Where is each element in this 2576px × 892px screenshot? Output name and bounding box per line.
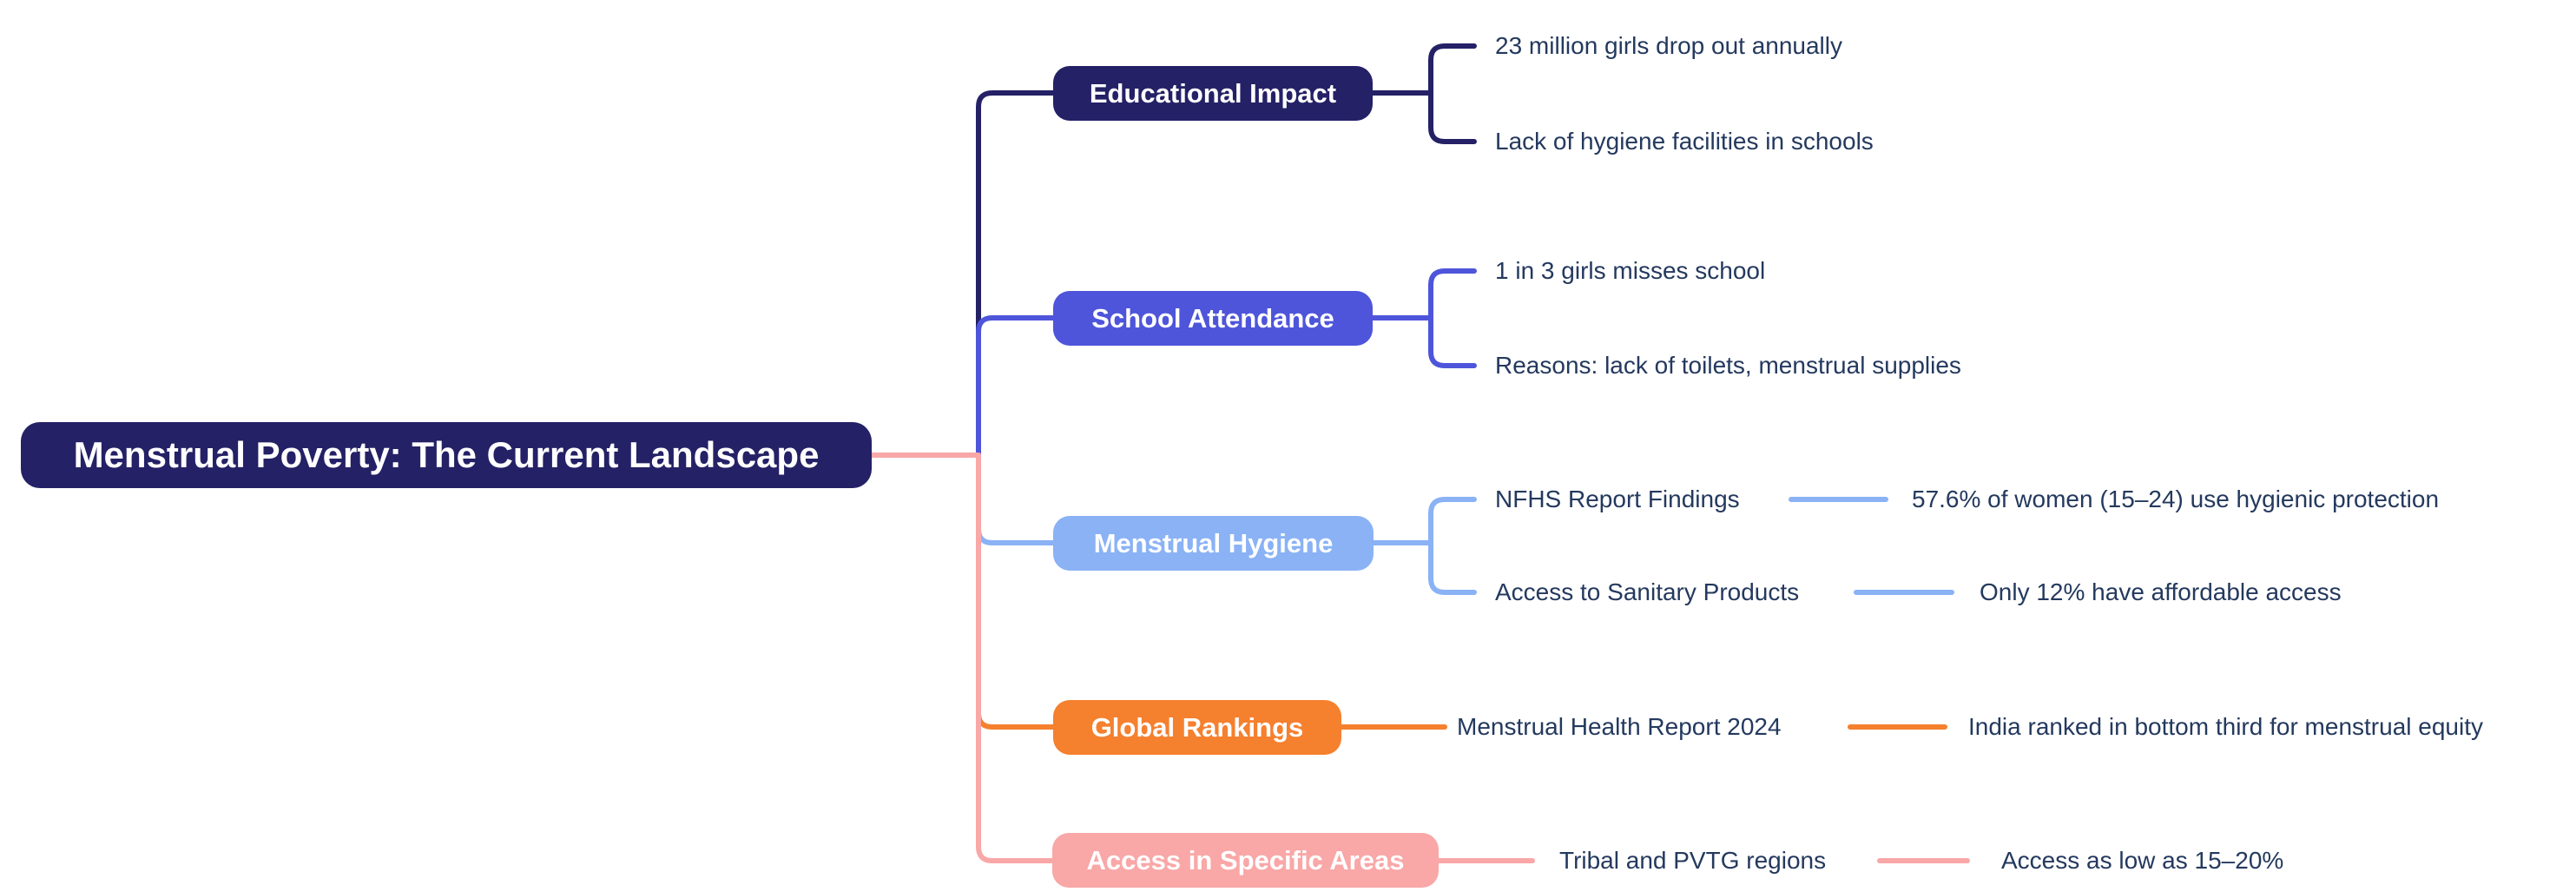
connector-hygiene-children: [1371, 497, 1477, 595]
branch-node-label: Menstrual Hygiene: [1093, 527, 1334, 558]
connector-root-educational: [869, 90, 1056, 458]
branch-node-label: School Attendance: [1091, 302, 1334, 334]
root-node-label: Menstrual Poverty: The Current Landscape: [73, 434, 820, 475]
leaf-hygiene-facilities[interactable]: Lack of hygiene facilities in schools: [1495, 128, 1874, 155]
branch-node-label: Access in Specific Areas: [1086, 844, 1405, 875]
leaf-sanitary-products[interactable]: Access to Sanitary Products: [1495, 578, 1800, 606]
branch-node-access-specific-areas[interactable]: Access in Specific Areas: [1052, 833, 1439, 888]
branch-node-label: Educational Impact: [1089, 77, 1337, 109]
leaf-health-report[interactable]: Menstrual Health Report 2024: [1457, 713, 1782, 741]
branch-node-label: Global Rankings: [1090, 711, 1304, 743]
leaf-nfhs-detail[interactable]: 57.6% of women (15–24) use hygienic prot…: [1912, 486, 2440, 513]
leaf-reasons[interactable]: Reasons: lack of toilets, menstrual supp…: [1495, 352, 1961, 380]
leaf-nfhs-report[interactable]: NFHS Report Findings: [1495, 486, 1740, 513]
connector-educational-children: [1370, 43, 1477, 144]
leaf-tribal-regions[interactable]: Tribal and PVTG regions: [1559, 847, 1827, 875]
connector-root-access: [869, 453, 1055, 863]
branch-node-educational-impact[interactable]: Educational Impact: [1053, 66, 1373, 121]
branch-node-global-rankings[interactable]: Global Rankings: [1053, 700, 1341, 755]
root-node[interactable]: Menstrual Poverty: The Current Landscape: [21, 422, 872, 488]
branch-node-school-attendance[interactable]: School Attendance: [1053, 291, 1373, 346]
connector-root-hygiene: [869, 453, 1056, 545]
connector-attendance-children: [1370, 268, 1477, 368]
connector-root-rankings: [869, 453, 1056, 730]
branch-node-menstrual-hygiene[interactable]: Menstrual Hygiene: [1053, 516, 1374, 571]
leaf-india-ranking[interactable]: India ranked in bottom third for menstru…: [1968, 713, 2483, 741]
leaf-sanitary-detail[interactable]: Only 12% have affordable access: [1980, 578, 2342, 606]
connector-root-attendance: [869, 315, 1056, 458]
leaf-misses-school[interactable]: 1 in 3 girls misses school: [1495, 257, 1766, 285]
leaf-access-percentage[interactable]: Access as low as 15–20%: [2001, 847, 2284, 875]
leaf-dropout-stat[interactable]: 23 million girls drop out annually: [1495, 32, 1842, 60]
